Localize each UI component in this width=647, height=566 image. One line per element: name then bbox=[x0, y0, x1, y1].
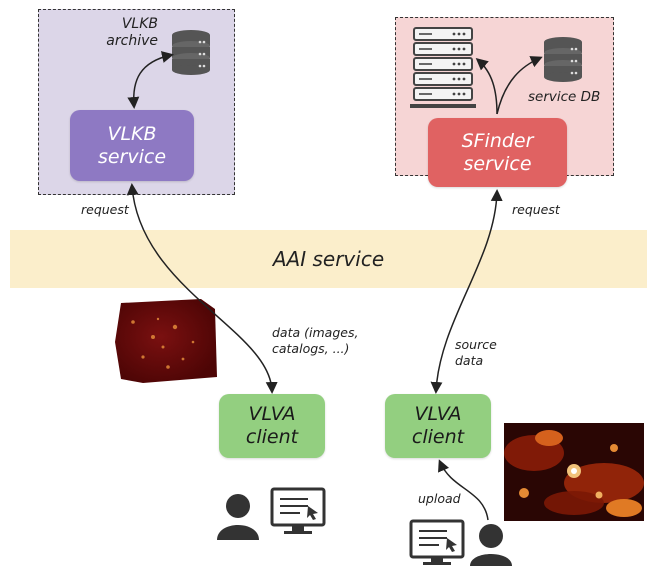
vlkb-archive-label: VLKB archive bbox=[103, 16, 158, 50]
sfinder-to-db-connector bbox=[496, 56, 543, 115]
sfinder-service-label-line-1: SFinder bbox=[461, 129, 534, 152]
vlkb-service-label-line-1: VLKB bbox=[107, 122, 157, 145]
aai-service-label: AAI service bbox=[272, 247, 385, 271]
right-vlva-client-box[interactable]: VLVA client bbox=[385, 394, 491, 458]
left-monitor-icon bbox=[270, 487, 326, 534]
right-client-label-line-1: VLVA bbox=[414, 403, 462, 425]
left-client-label-line-1: VLVA bbox=[248, 403, 296, 425]
left-client-to-vlkb-connector bbox=[126, 183, 278, 394]
sfinder-service-label-line-2: service bbox=[463, 152, 532, 175]
service-db-database-icon bbox=[544, 37, 582, 82]
service-db-label: service DB bbox=[528, 89, 601, 105]
aai-service-band: AAI service bbox=[10, 230, 647, 288]
left-vlva-client-box[interactable]: VLVA client bbox=[219, 394, 325, 458]
right-client-label-line-2: client bbox=[411, 426, 465, 448]
vlkb-service-label-line-2: service bbox=[97, 145, 167, 168]
right-user-icon bbox=[470, 524, 512, 566]
vlkb-service-box[interactable]: VLKB service bbox=[70, 110, 194, 181]
upload-label: upload bbox=[418, 491, 461, 506]
sfinder-to-server-connector bbox=[475, 58, 498, 115]
left-user-icon bbox=[217, 494, 259, 540]
radio-source-image bbox=[504, 423, 644, 521]
sfinder-request-label: request bbox=[512, 202, 560, 217]
archive-label-line-2: archive bbox=[106, 33, 158, 49]
sfinder-service-box[interactable]: SFinder service bbox=[428, 118, 567, 187]
vlkb-request-label: request bbox=[81, 202, 129, 217]
radio-source-emission bbox=[504, 430, 644, 517]
data-images-catalogs-label: data (images, catalogs, ...) bbox=[272, 325, 358, 357]
vlkb-archive-database-icon bbox=[172, 30, 210, 75]
user-to-right-client-connector bbox=[438, 459, 489, 521]
right-client-to-sfinder-connector bbox=[430, 189, 503, 394]
data-label-line-2: catalogs, ...) bbox=[272, 341, 350, 356]
data-label-line-1: data (images, bbox=[272, 325, 359, 340]
left-client-label-line-2: client bbox=[245, 426, 299, 448]
server-rack-icon bbox=[410, 27, 476, 108]
archive-label-line-1: VLKB bbox=[121, 16, 158, 32]
archive-to-vlkb-connector bbox=[127, 51, 174, 109]
right-monitor-icon bbox=[409, 519, 465, 565]
